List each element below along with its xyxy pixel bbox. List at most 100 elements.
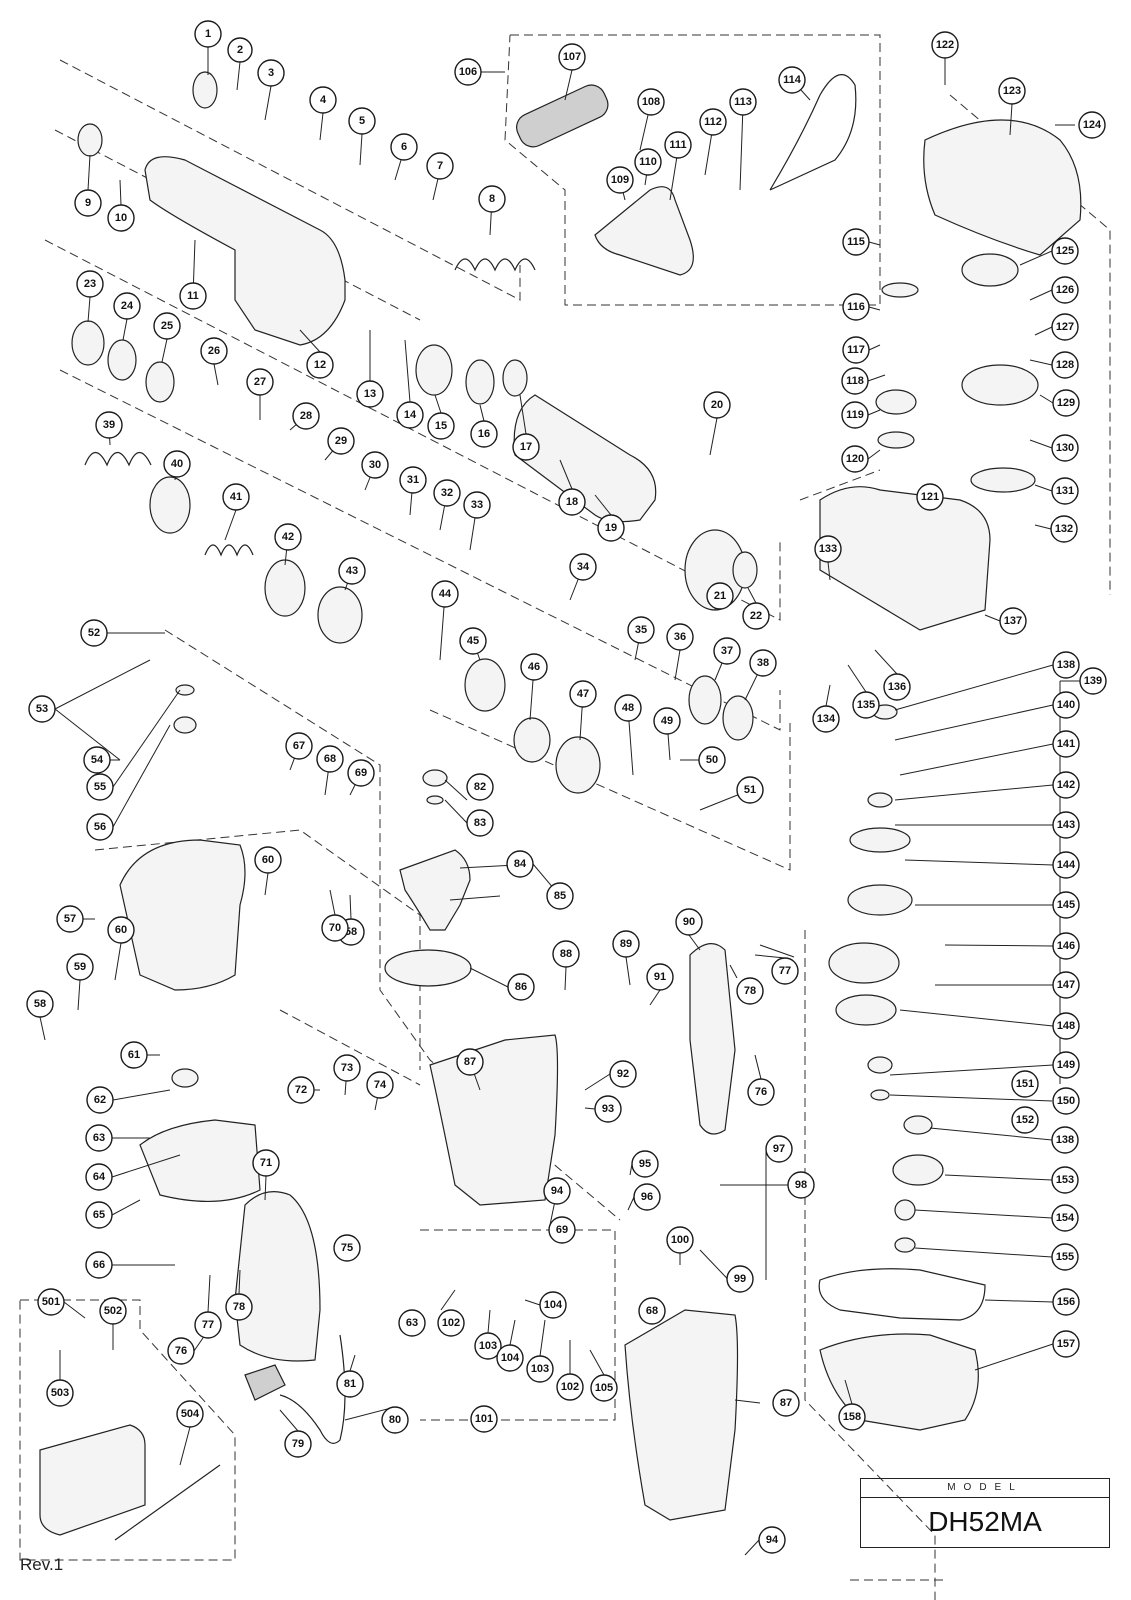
svg-text:10: 10 (115, 212, 127, 224)
callout-41: 41 (222, 483, 250, 511)
svg-text:100: 100 (671, 1234, 689, 1246)
svg-text:113: 113 (734, 96, 752, 108)
svg-text:81: 81 (344, 1378, 356, 1390)
callout-10: 10 (107, 204, 135, 232)
callout-42: 42 (274, 523, 302, 551)
svg-text:42: 42 (282, 531, 294, 543)
callout-154: 154 (1051, 1204, 1079, 1232)
bearing-15 (415, 344, 453, 396)
callout-16: 16 (470, 420, 498, 448)
callout-49: 49 (653, 707, 681, 735)
callout-21: 21 (706, 582, 734, 610)
svg-text:107: 107 (563, 51, 581, 63)
svg-text:26: 26 (208, 345, 220, 357)
callout-150: 150 (1052, 1087, 1080, 1115)
svg-text:41: 41 (230, 491, 242, 503)
callout-501: 501 (37, 1288, 65, 1316)
callout-32: 32 (433, 479, 461, 507)
callout-37: 37 (713, 637, 741, 665)
revision-label: Rev.1 (20, 1555, 64, 1574)
callout-65: 65 (85, 1201, 113, 1229)
svg-text:134: 134 (817, 713, 836, 725)
ring-46 (513, 717, 551, 763)
handle-cover-lower (624, 1309, 739, 1521)
svg-text:47: 47 (577, 688, 589, 700)
callout-48: 48 (614, 694, 642, 722)
callout-46: 46 (520, 653, 548, 681)
callout-132: 132 (1050, 515, 1078, 543)
svg-text:45: 45 (467, 635, 479, 647)
svg-text:85: 85 (554, 890, 566, 902)
callout-103b: 103 (526, 1355, 554, 1383)
spring-39 (84, 451, 152, 467)
callout-100: 100 (666, 1226, 694, 1254)
callout-83: 83 (466, 809, 494, 837)
gear-47 (555, 736, 601, 794)
callout-23: 23 (76, 270, 104, 298)
svg-text:65: 65 (93, 1209, 105, 1221)
washer-55 (175, 684, 195, 696)
svg-text:106: 106 (459, 66, 477, 78)
svg-text:24: 24 (121, 300, 134, 312)
svg-text:97: 97 (773, 1143, 785, 1155)
callout-502: 502 (99, 1297, 127, 1325)
callout-58b: 58 (26, 990, 54, 1018)
callout-11: 11 (179, 282, 207, 310)
callout-27: 27 (246, 368, 274, 396)
callout-115: 115 (842, 228, 870, 256)
callout-2: 2 (227, 37, 253, 63)
callout-13: 13 (356, 380, 384, 408)
svg-text:136: 136 (888, 681, 906, 693)
svg-text:135: 135 (857, 699, 875, 711)
callout-22: 22 (742, 602, 770, 630)
callout-24: 24 (113, 292, 141, 320)
callout-74: 74 (366, 1071, 394, 1099)
callout-503: 503 (46, 1379, 74, 1407)
svg-text:82: 82 (474, 781, 486, 793)
callout-3: 3 (257, 59, 285, 87)
callout-56: 56 (86, 813, 114, 841)
callout-98: 98 (787, 1171, 815, 1199)
callout-95: 95 (631, 1150, 659, 1178)
svg-text:502: 502 (104, 1305, 122, 1317)
svg-text:29: 29 (335, 435, 347, 447)
svg-text:60: 60 (115, 924, 127, 936)
callout-54: 54 (83, 746, 111, 774)
svg-text:84: 84 (514, 858, 527, 870)
svg-text:15: 15 (435, 420, 447, 432)
svg-text:88: 88 (560, 948, 572, 960)
callout-124: 124 (1078, 111, 1106, 139)
callout-110: 110 (634, 148, 662, 176)
callout-89: 89 (612, 930, 640, 958)
carrying-case (39, 1424, 146, 1536)
callout-131: 131 (1051, 477, 1079, 505)
callout-157: 157 (1052, 1330, 1080, 1358)
svg-text:119: 119 (846, 409, 864, 421)
svg-text:51: 51 (744, 784, 756, 796)
callout-50: 50 (698, 746, 726, 774)
callout-155: 155 (1051, 1243, 1079, 1271)
callout-133: 133 (814, 535, 842, 563)
svg-text:76: 76 (175, 1345, 187, 1357)
callout-59: 59 (66, 953, 94, 981)
svg-text:64: 64 (93, 1171, 106, 1183)
svg-text:76: 76 (755, 1086, 767, 1098)
svg-text:138: 138 (1056, 1134, 1074, 1146)
callout-144: 144 (1052, 851, 1080, 879)
callout-99: 99 (726, 1265, 754, 1293)
callout-85: 85 (546, 882, 574, 910)
callout-136: 136 (883, 673, 911, 701)
callout-34: 34 (569, 553, 597, 581)
svg-text:118: 118 (846, 375, 864, 387)
front-cover-housing (144, 156, 346, 346)
callout-36: 36 (666, 623, 694, 651)
svg-text:9: 9 (85, 197, 91, 209)
svg-text:46: 46 (528, 661, 540, 673)
callout-134: 134 (812, 705, 840, 733)
svg-text:504: 504 (181, 1408, 200, 1420)
svg-text:122: 122 (936, 39, 954, 51)
callout-145: 145 (1052, 891, 1080, 919)
svg-text:149: 149 (1057, 1059, 1075, 1071)
svg-text:16: 16 (478, 428, 490, 440)
callout-12: 12 (306, 351, 334, 379)
